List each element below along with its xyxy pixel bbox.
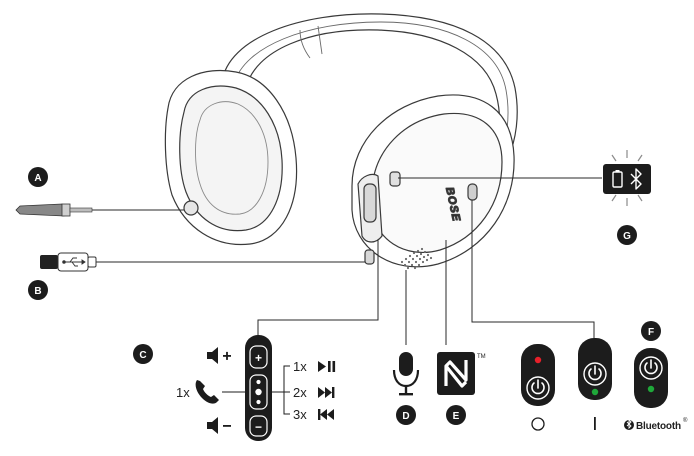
leader-controls [257, 240, 379, 335]
usb-plug-tip [87, 256, 97, 268]
right-earcup-face [371, 112, 503, 254]
callout-f: F [641, 321, 661, 341]
volume-buttons [363, 183, 377, 223]
volume-up-button [249, 345, 268, 369]
power-off-state [521, 344, 555, 406]
mfb-dot-top [256, 379, 261, 385]
mic-grille [400, 247, 433, 270]
callout-g: G [617, 225, 637, 245]
power-off-symbol: O [531, 417, 545, 431]
callout-d: D [396, 405, 416, 425]
bluetooth-wordmark: Bluetooth ® [624, 417, 688, 432]
usb-icon [62, 257, 86, 267]
microphone-icon [392, 352, 420, 396]
aux-plug-body [15, 203, 65, 217]
svg-text:G: G [623, 231, 631, 242]
next-press-label: 2x [293, 385, 307, 400]
mfb-dot-bottom [256, 399, 261, 405]
next-track-icon [318, 387, 335, 398]
power-on-led [591, 388, 599, 396]
leader-power [471, 200, 595, 338]
call-press-label: 1x [176, 385, 190, 400]
usb-port [364, 249, 375, 265]
power-icon [531, 379, 545, 395]
svg-text:O: O [538, 427, 539, 429]
left-earcup-cushion [179, 85, 283, 232]
aux-plug-tip [69, 207, 93, 213]
nfc-icon [437, 352, 475, 395]
callout-a: A [28, 167, 48, 187]
headband-slider [299, 25, 323, 59]
power-icon [644, 359, 658, 375]
volume-up-icon [207, 347, 231, 364]
callout-c: C [133, 344, 153, 364]
pairing-state [634, 348, 668, 408]
status-panel [603, 164, 651, 194]
volume-down-icon [207, 417, 231, 434]
svg-text:F: F [648, 327, 654, 338]
play-pause-press-label: 1x [293, 359, 307, 374]
track-bracket [272, 365, 290, 415]
svg-text:®: ® [683, 417, 688, 424]
control-cluster: + − [245, 335, 272, 441]
leader-lines [92, 177, 602, 345]
svg-text:Bluetooth: Bluetooth [636, 421, 681, 432]
phone-icon [195, 380, 219, 404]
svg-text:B: B [34, 286, 41, 297]
mfb-dot-mid [255, 388, 262, 396]
previous-track-icon [318, 409, 334, 420]
top-button [389, 171, 401, 187]
svg-text:A: A [34, 173, 41, 184]
volume-up-symbol: + [255, 351, 262, 365]
power-on-state [578, 338, 612, 400]
callout-b: B [28, 280, 48, 300]
power-switch [467, 183, 478, 201]
usb-cable-illustration [40, 252, 97, 272]
volume-down-button [249, 415, 268, 437]
pairing-led [647, 385, 655, 393]
usb-plug-grip [40, 255, 58, 269]
battery-icon [612, 170, 623, 188]
svg-text:E: E [453, 411, 460, 422]
left-earcup-inner [195, 101, 269, 215]
aux-jack-port [183, 200, 199, 216]
headband-padding [233, 21, 509, 157]
volume-down-symbol: − [255, 420, 262, 434]
svg-text:C: C [139, 350, 146, 361]
power-icon [588, 365, 602, 381]
aux-plug-collar [61, 203, 71, 217]
callout-e: E [446, 405, 466, 425]
nfc-trademark: TM [477, 354, 486, 360]
power-on-symbol: I [594, 417, 596, 430]
bluetooth-icon [624, 418, 634, 430]
previous-press-label: 3x [293, 407, 307, 422]
power-off-led [534, 356, 542, 364]
aux-cable-illustration [15, 203, 93, 217]
play-pause-icon [318, 361, 336, 372]
headphones-illustration: BOSE [164, 13, 518, 270]
status-indicator [603, 150, 651, 206]
bluetooth-icon [630, 168, 642, 190]
svg-text:D: D [402, 411, 409, 422]
